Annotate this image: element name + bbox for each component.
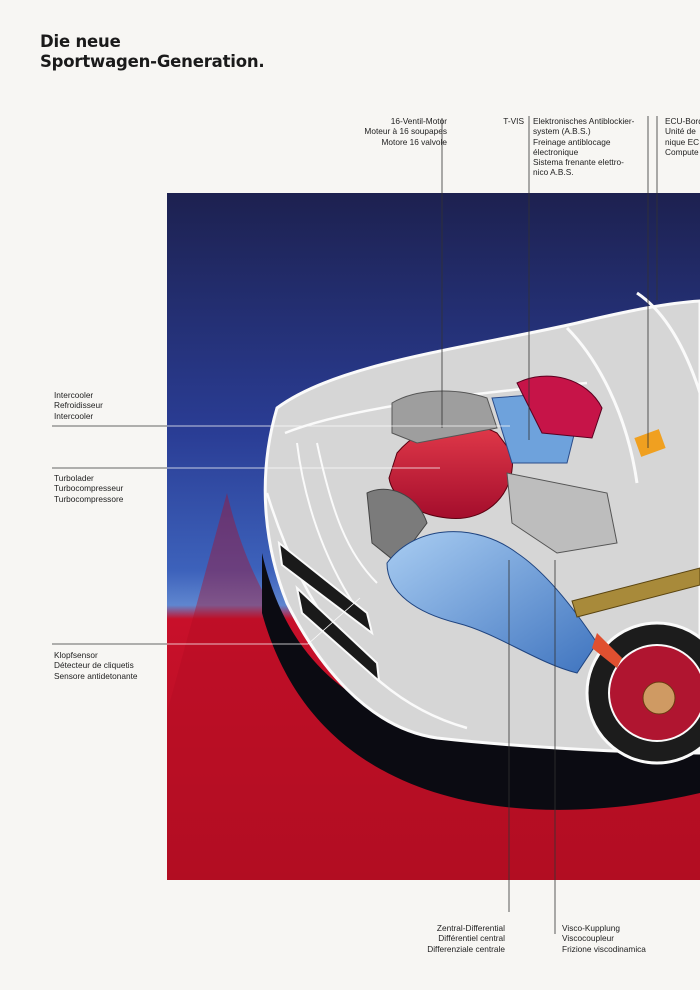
turbo-label: Turbolader Turbocompresseur Turbocompres… <box>54 473 124 504</box>
knock-sensor-label: Klopfsensor Détecteur de cliquetis Senso… <box>54 650 138 681</box>
visco-coupling-label: Visco-Kupplung Viscocoupleur Frizione vi… <box>562 923 646 954</box>
car-cutaway-illustration <box>167 193 700 880</box>
tvis-label: T-VIS <box>503 116 524 126</box>
abs-label: Elektronisches Antiblockier- system (A.B… <box>533 116 635 178</box>
page-title: Die neue Sportwagen-Generation. <box>40 32 265 72</box>
intercooler-label: Intercooler Refroidisseur Intercooler <box>54 390 103 421</box>
center-differential-label: Zentral-Differential Différentiel centra… <box>427 923 505 954</box>
engine-label: 16-Ventil-Motor Moteur à 16 soupapes Mot… <box>364 116 447 147</box>
title-line-1: Die neue <box>40 32 121 51</box>
title-line-2: Sportwagen-Generation. <box>40 52 265 71</box>
ecu-label: ECU-Bord Unité de nique EC Compute <box>665 116 700 157</box>
